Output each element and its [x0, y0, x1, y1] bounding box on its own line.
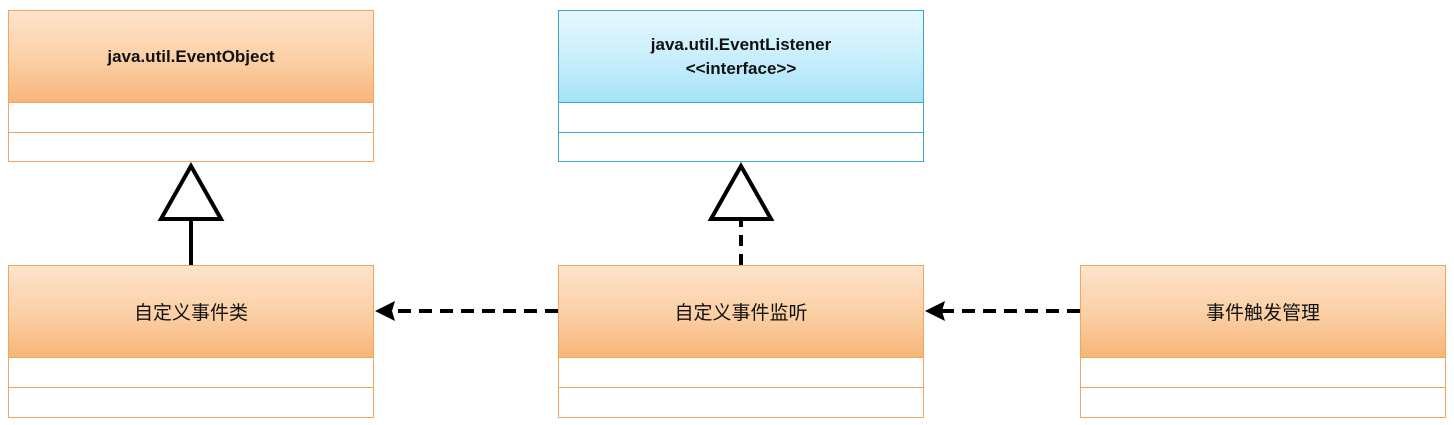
class-name-box: 事件触发管理 — [1081, 266, 1445, 358]
interface-stereotype: <<interface>> — [685, 58, 797, 78]
class-name: java.util.EventObject — [107, 46, 275, 66]
attributes-section — [9, 103, 373, 133]
methods-section — [1081, 388, 1445, 417]
realization-triangle-icon — [707, 161, 775, 221]
class-event-trigger: 事件触发管理 — [1080, 265, 1446, 418]
class-name-box: 自定义事件监听 — [559, 266, 923, 358]
class-event-object: java.util.EventObject — [8, 10, 374, 162]
class-name-box: java.util.EventListener <<interface>> — [559, 11, 923, 103]
attributes-section — [559, 103, 923, 133]
attributes-section — [559, 358, 923, 388]
methods-section — [9, 388, 373, 417]
methods-section — [559, 133, 923, 161]
class-custom-listener: 自定义事件监听 — [558, 265, 924, 418]
interface-event-listener: java.util.EventListener <<interface>> — [558, 10, 924, 162]
class-custom-event: 自定义事件类 — [8, 265, 374, 418]
class-name-box: java.util.EventObject — [9, 11, 373, 103]
dependency-arrowhead-icon — [375, 301, 395, 321]
inheritance-triangle-icon — [157, 161, 225, 221]
class-name: 事件触发管理 — [1205, 302, 1320, 324]
class-name: 自定义事件类 — [133, 302, 248, 324]
attributes-section — [9, 358, 373, 388]
methods-section — [9, 133, 373, 161]
class-name: 自定义事件监听 — [674, 302, 808, 324]
attributes-section — [1081, 358, 1445, 388]
class-name-box: 自定义事件类 — [9, 266, 373, 358]
dependency-arrowhead-icon — [925, 301, 945, 321]
methods-section — [559, 388, 923, 417]
interface-name: java.util.EventListener — [650, 34, 832, 54]
